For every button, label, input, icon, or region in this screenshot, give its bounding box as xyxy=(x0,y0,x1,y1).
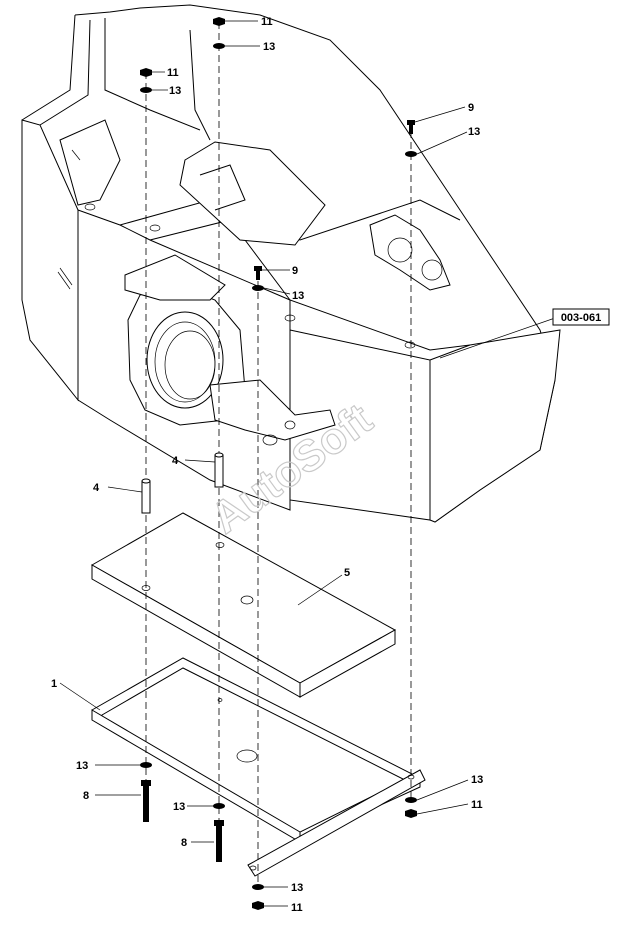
callout-9: 9 xyxy=(292,265,298,277)
hardware-parts xyxy=(140,17,417,910)
bolt-9-right xyxy=(407,120,415,134)
washer-13-middle xyxy=(252,285,264,291)
leader-lines xyxy=(59,20,556,907)
assembly-lines xyxy=(145,22,412,885)
callout-13: 13 xyxy=(169,85,181,97)
nut-11-bottom-right xyxy=(405,809,417,818)
callout-13: 13 xyxy=(292,290,304,302)
callout-11: 11 xyxy=(471,799,483,811)
callout-5: 5 xyxy=(344,567,350,579)
washer-13-right xyxy=(405,151,417,157)
callout-13: 13 xyxy=(471,774,483,786)
callout-4: 4 xyxy=(172,455,179,467)
callout-13: 13 xyxy=(263,41,275,53)
washer-13-bottom-right xyxy=(405,797,417,803)
callout-13: 13 xyxy=(173,801,185,813)
frame-item-1 xyxy=(91,657,426,877)
housing-assembly xyxy=(21,4,561,523)
drawing-ref-label: 003-061 xyxy=(561,312,601,324)
callout-13: 13 xyxy=(468,126,480,138)
pin-4-left xyxy=(141,478,151,514)
callout-8: 8 xyxy=(181,837,187,849)
nut-11-bottom-mid xyxy=(252,901,264,910)
bolt-8-center xyxy=(214,820,224,862)
callout-11: 11 xyxy=(261,16,273,28)
callout-8: 8 xyxy=(83,790,89,802)
drawing-reference-box: 003-061 xyxy=(552,308,610,326)
washer-13-bottom-left xyxy=(140,762,152,768)
bolt-8-left xyxy=(141,780,151,822)
callout-1: 1 xyxy=(51,678,57,690)
callout-13: 13 xyxy=(291,882,303,894)
washer-13-bottom-mid xyxy=(252,884,264,890)
callout-13: 13 xyxy=(76,760,88,772)
callout-4: 4 xyxy=(93,482,100,494)
nut-11-top-left xyxy=(140,68,152,77)
bolt-9-middle xyxy=(254,266,262,280)
washer-13-top-left xyxy=(140,87,152,93)
pin-4-right xyxy=(214,452,224,488)
callout-11: 11 xyxy=(291,902,303,914)
callout-11: 11 xyxy=(167,67,179,79)
plate-item-5 xyxy=(90,512,397,698)
callout-labels: 11 13 11 13 9 13 9 13 4 4 5 1 13 8 13 8 … xyxy=(51,16,483,914)
nut-11-top-center xyxy=(213,17,225,26)
washer-13-top-center xyxy=(213,43,225,49)
callout-9: 9 xyxy=(468,102,474,114)
washer-13-bottom-center xyxy=(213,803,225,809)
